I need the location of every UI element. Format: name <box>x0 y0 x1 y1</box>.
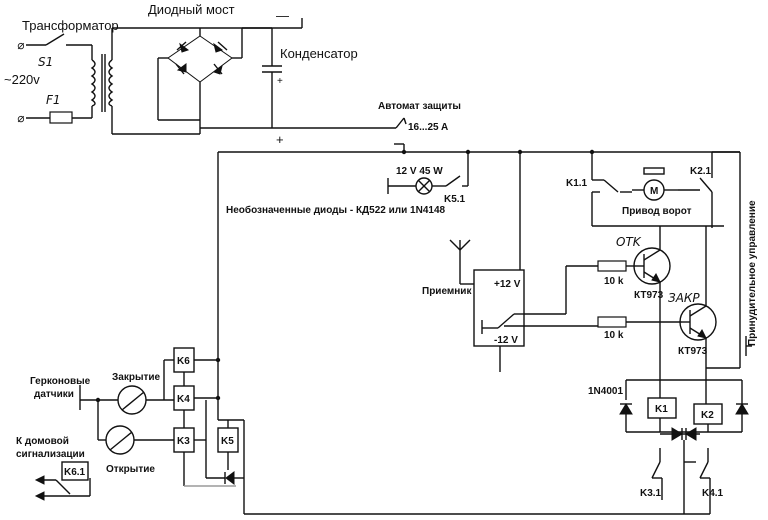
mains-terminal-top-icon: ⌀ <box>17 38 25 52</box>
transistor-close-icon <box>679 226 717 368</box>
home-alarm-label-1: К домовой <box>16 436 69 447</box>
diode-1n4001-icon <box>619 380 633 432</box>
k2-1-contact-icon <box>678 152 713 228</box>
receiver-minus12: -12 V <box>494 335 518 346</box>
forced-control-switch-icon <box>705 336 752 380</box>
receiver-block: +12 V -12 V Приемник <box>422 152 525 372</box>
k5-1-contact-icon <box>445 175 468 187</box>
mains-voltage-label: ~220v <box>4 72 40 87</box>
lamp-label: 12 V 45 W <box>396 166 443 177</box>
receiver-label: Приемник <box>422 286 472 297</box>
relay-k1-k2-block: 1N4001 K1 K2 <box>588 379 749 514</box>
k1-1-label: K1.1 <box>566 178 588 189</box>
transistor-1-label: КТ973 <box>634 290 664 301</box>
closing-label: Закрытие <box>112 372 161 383</box>
relay-k1-box <box>647 397 677 419</box>
reed-sensor-section: Герконовые датчики Закрытие Открытие K6 … <box>30 347 710 515</box>
k5-diode-icon <box>206 471 244 485</box>
switch-s1-label: S1 <box>38 55 53 69</box>
k4-1-contact-icon <box>699 448 711 514</box>
receiver-relay-contact-icon <box>481 313 524 334</box>
switch-s1-icon <box>45 33 92 46</box>
k3-1-label: K3.1 <box>640 488 662 499</box>
k3-1-contact-icon <box>651 448 663 500</box>
breaker-icon <box>394 117 407 152</box>
diode-bridge-icon <box>157 28 243 134</box>
relay-k2-label: K2 <box>701 410 714 421</box>
transistor-2-label: КТ973 <box>678 346 708 357</box>
capacitor-icon <box>262 28 282 128</box>
home-alarm-label-2: сигнализации <box>16 449 85 460</box>
forced-control-label: Принудительное управление <box>747 200 758 346</box>
diode-bridge-label: Диодный мост <box>148 2 235 17</box>
resistor-close-icon <box>597 316 627 328</box>
motor-circuit: K1.1 M Привод ворот K2.1 <box>566 151 741 336</box>
lamp-circuit: 12 V 45 W K5.1 Необозначенные диоды - КД… <box>226 152 469 216</box>
close-hand-label: ЗАКР <box>668 291 700 305</box>
breaker-rating: 16...25 A <box>408 122 448 133</box>
reed-sensors-label-2: датчики <box>34 389 74 400</box>
capacitor-plus: + <box>277 76 283 87</box>
home-alarm-section: К домовой сигнализации K6.1 <box>16 436 91 501</box>
resistor-open-icon <box>597 260 627 272</box>
k6-1-contact-icon <box>34 475 91 501</box>
k4-1-label: K4.1 <box>702 488 724 499</box>
relay-k1-label: K1 <box>655 404 668 415</box>
transistor-open-section: 10 k OTK КТ973 <box>524 226 671 380</box>
mains-terminal-bottom-icon: ⌀ <box>17 111 25 125</box>
k6-1-box <box>61 461 89 481</box>
k2-1-label: K2.1 <box>690 166 712 177</box>
gate-drive-label: Привод ворот <box>622 206 692 217</box>
transistor-close-section: 10 k ЗАКР КТ973 <box>524 226 717 368</box>
relay-k5-label: K5 <box>221 436 234 447</box>
fuse-f1-label: F1 <box>46 93 61 107</box>
reed-sensors-label-1: Герконовые <box>30 376 91 387</box>
plus-sign: + <box>276 132 284 147</box>
relay-k3-label: K3 <box>177 436 190 447</box>
motor-icon <box>632 167 678 201</box>
transistor-open-icon <box>633 226 671 380</box>
breaker-label: Автомат защиты <box>378 101 461 112</box>
fuse-f1-icon <box>49 111 73 124</box>
reed-switch-open-icon <box>105 425 135 455</box>
relay-k4-label: K4 <box>177 394 190 405</box>
receiver-plus12: +12 V <box>494 279 521 290</box>
minus-sign: — <box>276 8 289 23</box>
transformer-label: Трансформатор <box>22 18 119 33</box>
diode-1n4001-label: 1N4001 <box>588 386 623 397</box>
k5-1-label: K5.1 <box>444 194 466 205</box>
reed-switch-close-icon <box>117 385 147 415</box>
capacitor-label: Конденсатор <box>280 46 358 61</box>
relay-k6-label: K6 <box>177 356 190 367</box>
opening-label: Открытие <box>106 464 155 475</box>
k6-1-label: K6.1 <box>64 467 86 478</box>
resistor-open-label: 10 k <box>604 276 624 287</box>
open-hand-label: OTK <box>616 235 642 249</box>
diode-right-icon <box>735 380 749 432</box>
lamp-icon <box>415 177 433 195</box>
power-supply-section: ⌀ ⌀ S1 ~220v F1 Трансформатор Диодный мо… <box>4 2 461 152</box>
motor-letter: M <box>650 186 658 197</box>
diode-note: Необозначенные диоды - КД522 или 1N4148 <box>226 204 446 216</box>
transformer-icon <box>90 54 114 112</box>
k1-1-contact-icon <box>591 179 632 226</box>
resistor-close-label: 10 k <box>604 330 624 341</box>
